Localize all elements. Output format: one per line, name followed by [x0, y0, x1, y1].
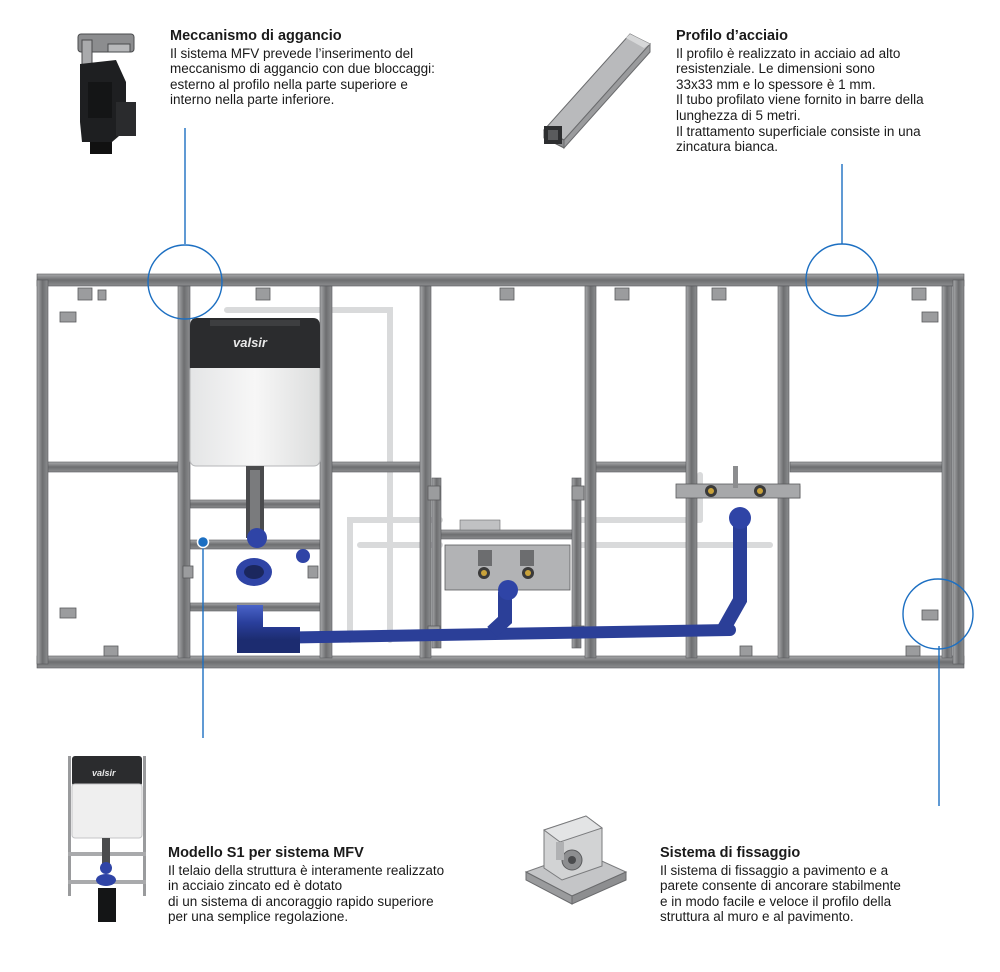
callout-text-line: meccanismo di aggancio con due bloccaggi…	[170, 61, 435, 77]
s1-model-image: valsir	[68, 756, 146, 922]
callout-text-line: Il sistema MFV prevede l’inserimento del	[170, 45, 414, 61]
concealed-cistern: valsir	[189, 318, 321, 538]
callout-text-line: struttura al muro e al pavimento.	[660, 909, 854, 925]
steel-profile-frame	[36, 273, 965, 669]
tap-mounting-plate	[675, 466, 801, 499]
fixing-system-image	[524, 815, 628, 905]
drain-pipes	[236, 507, 751, 653]
callout-text-line: di un sistema di ancoraggio rapido super…	[168, 893, 434, 909]
callout-title: Meccanismo di aggancio	[170, 28, 342, 44]
callout-text-line: Il sistema di fissaggio a pavimento e a	[660, 862, 889, 878]
callout-text-line: zincatura bianca.	[676, 139, 779, 155]
callout-text-line: 33x33 mm e lo spessore è 1 mm.	[676, 76, 876, 92]
callout-text-line: e in modo facile e veloce il profilo del…	[660, 893, 892, 909]
svg-text:valsir: valsir	[92, 768, 116, 778]
callout-text-line: per una semplice regolazione.	[168, 909, 349, 925]
callout-text-line: parete consente di ancorare stabilmente	[660, 878, 901, 894]
callout-markers	[147, 128, 974, 806]
callout-text-line: Il trattamento superficiale consiste in …	[676, 123, 921, 139]
callout-text-line: resistenziale. Le dimensioni sono	[676, 61, 875, 77]
callout-title: Sistema di fissaggio	[660, 845, 801, 861]
callout-title: Modello S1 per sistema MFV	[168, 845, 364, 861]
callout-text-line: interno nella parte inferiore.	[170, 92, 335, 108]
callout-title: Profilo d’acciaio	[676, 28, 788, 44]
valsir-logo: valsir	[233, 335, 268, 350]
callout-text-line: Il profilo è realizzato in acciaio ad al…	[676, 45, 901, 61]
callout-text-line: in acciaio zincato ed è dotato	[168, 878, 343, 894]
callout-text-line: lunghezza di 5 metri.	[676, 107, 801, 123]
callout-text-line: esterno al profilo nella parte superiore…	[170, 76, 408, 92]
callout-text-line: Il tubo profilato viene fornito in barre…	[676, 92, 924, 108]
steel-profile-image	[543, 33, 651, 150]
callout-text-line: Il telaio della struttura è interamente …	[168, 862, 445, 878]
hook-mechanism-image	[77, 33, 136, 154]
